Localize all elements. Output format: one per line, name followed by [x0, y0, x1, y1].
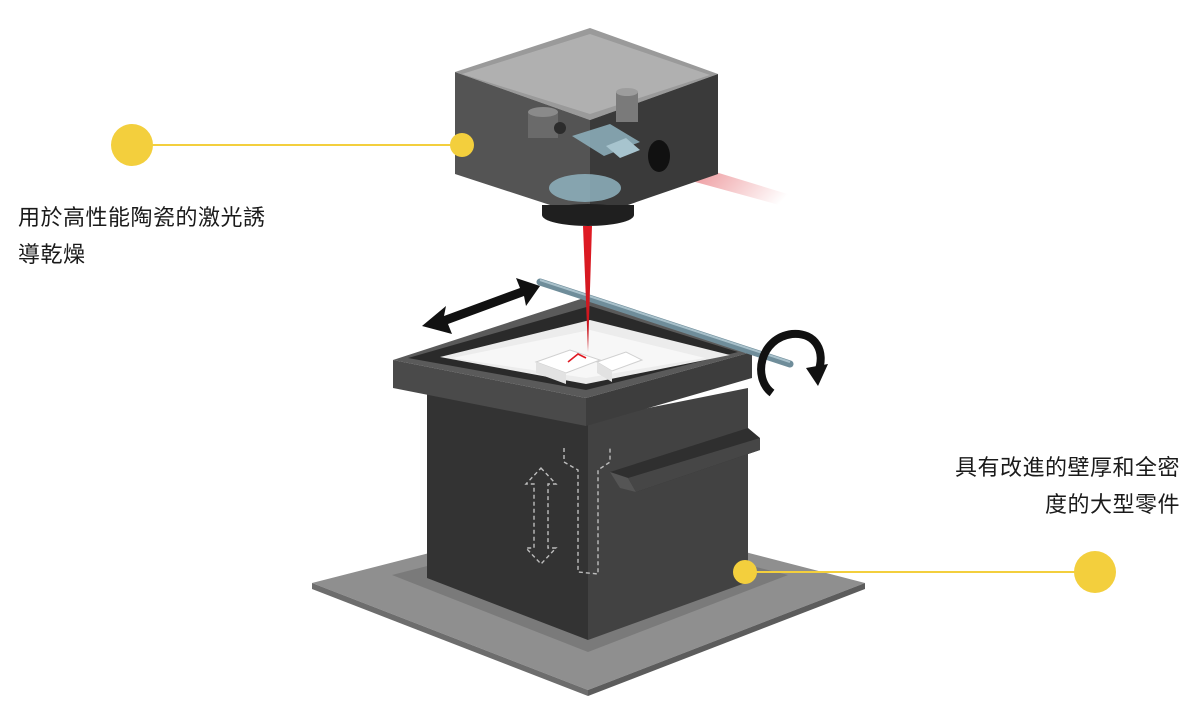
double-arrow-icon: [422, 278, 540, 334]
label-large-parts-line1: 具有改進的壁厚和全密: [954, 456, 1180, 481]
up-down-arrow-icon: [524, 466, 558, 566]
callout-left: [111, 124, 474, 166]
build-chamber: [427, 388, 760, 640]
laser-head-icon: [455, 28, 718, 226]
piston-outline: [563, 448, 611, 575]
ceramic-part: [534, 349, 644, 384]
label-laser-drying: 用於高性能陶瓷的激光誘 導乾燥: [18, 200, 318, 274]
label-laser-drying-line1: 用於高性能陶瓷的激光誘: [18, 206, 266, 231]
callout-right: [733, 551, 1116, 593]
rotate-arrow-icon: [757, 329, 828, 397]
overflow-handle: [610, 428, 760, 492]
label-large-parts-line2: 度的大型零件: [1044, 493, 1180, 518]
label-large-parts: 具有改進的壁厚和全密 度的大型零件: [880, 450, 1180, 524]
recoater-rod: [536, 278, 794, 368]
powder-bed-frame: [393, 296, 752, 426]
label-laser-drying-line2: 導乾燥: [18, 243, 86, 268]
